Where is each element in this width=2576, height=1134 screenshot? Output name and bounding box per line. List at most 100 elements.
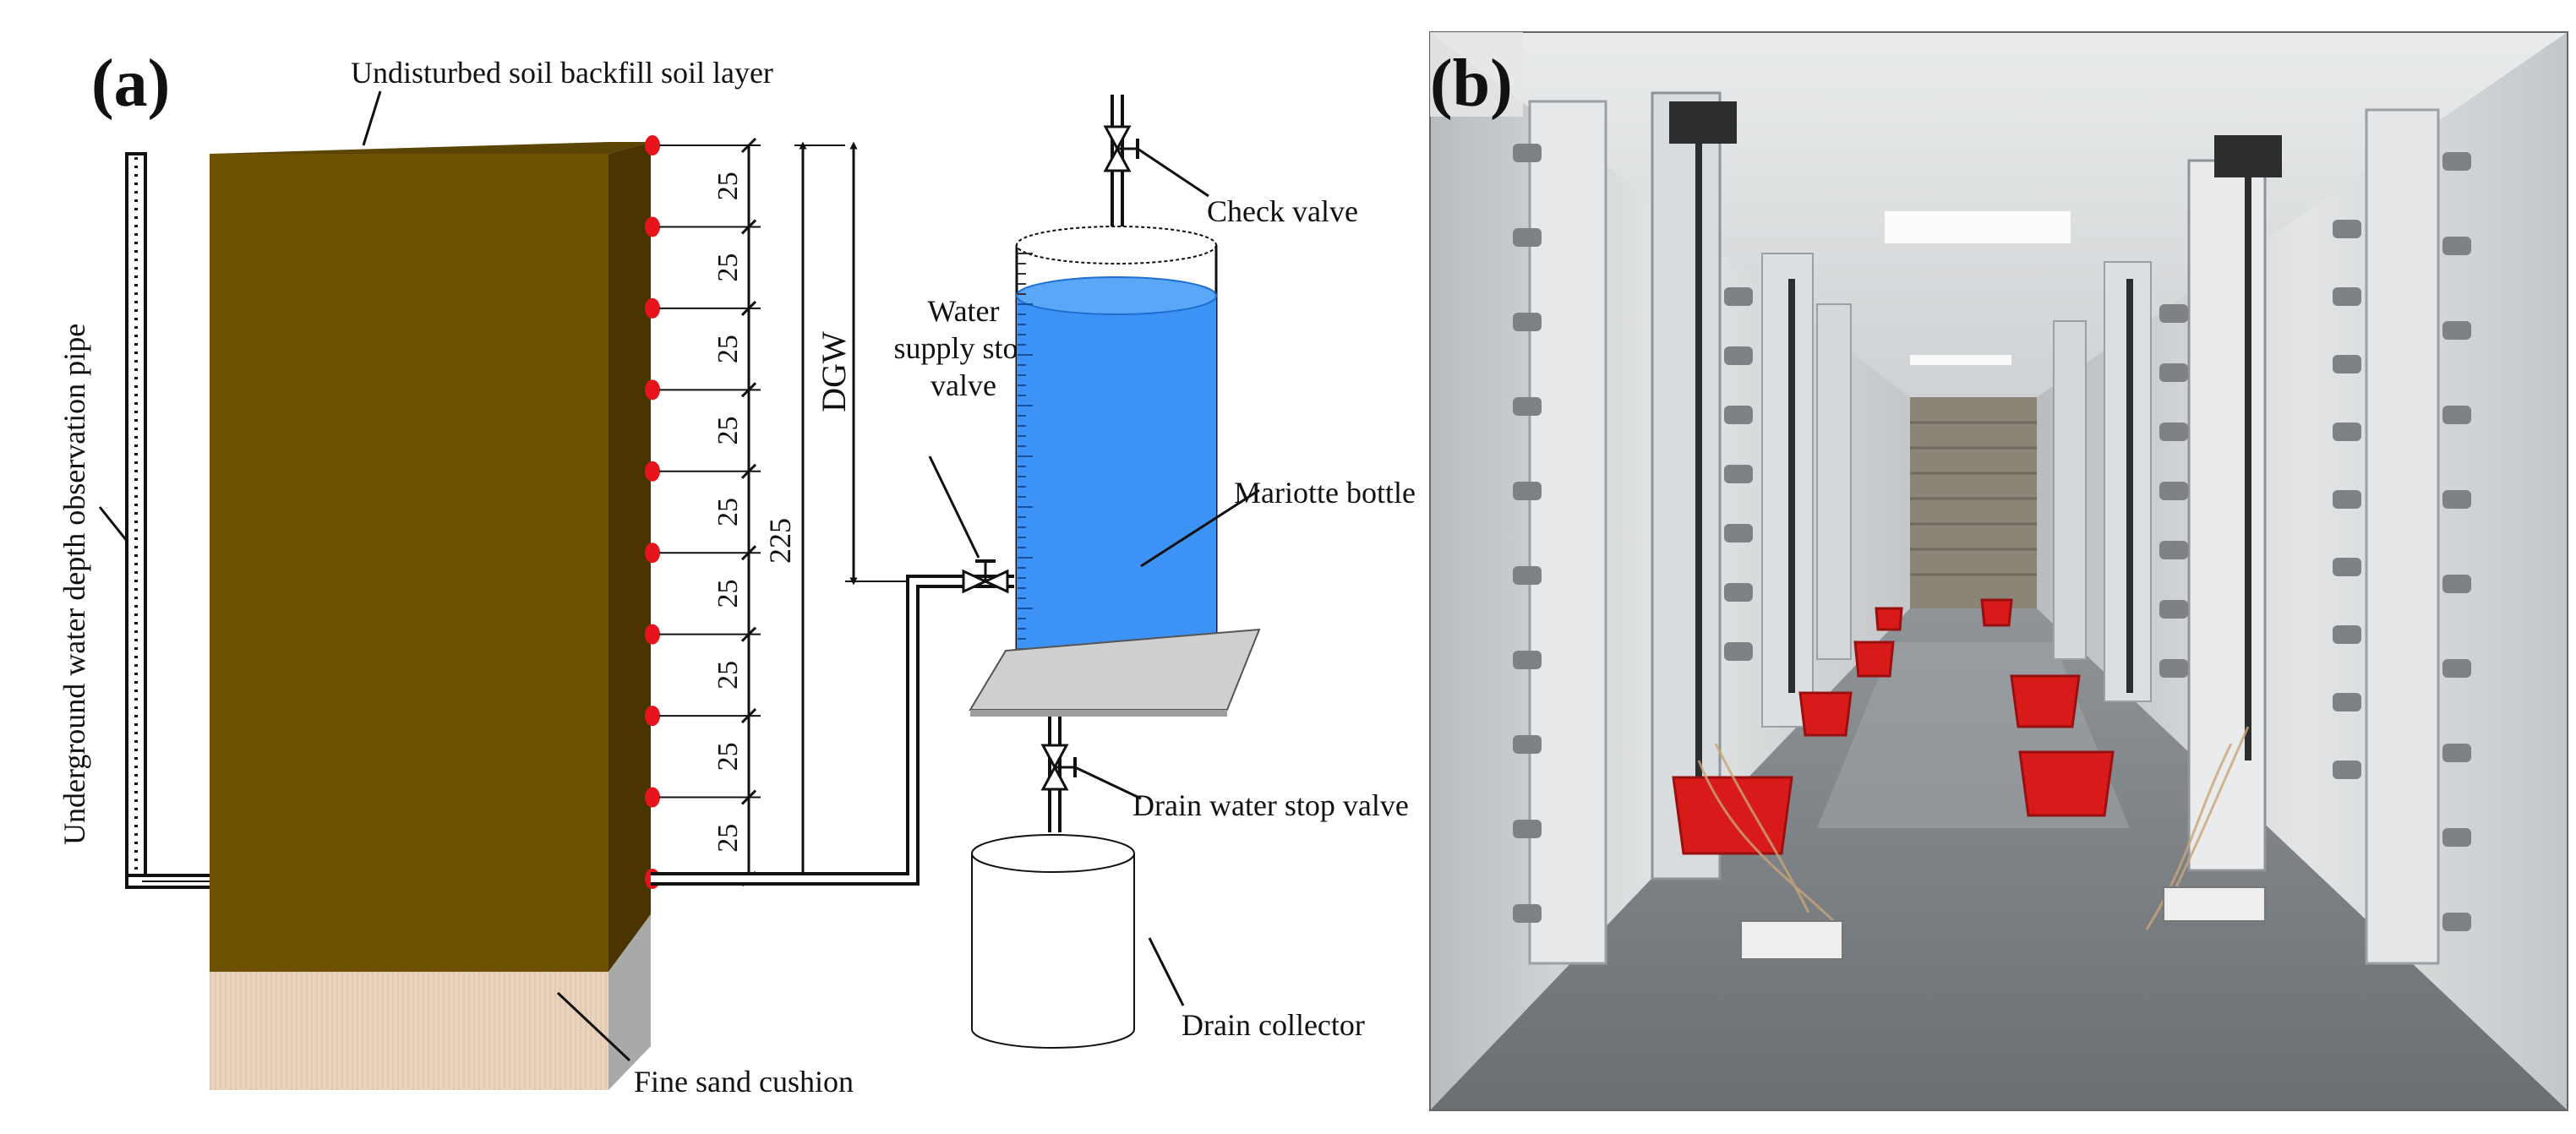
drain-collector bbox=[971, 834, 1135, 1049]
observation-pipe-leader bbox=[98, 506, 128, 542]
sensor-port bbox=[1513, 313, 1542, 331]
sensor-port bbox=[2159, 304, 2188, 323]
dgw-label: DGW bbox=[815, 331, 853, 412]
sensor-ports bbox=[1513, 144, 2471, 931]
check-valve-label: Check valve bbox=[1207, 194, 1358, 228]
sensor-port bbox=[2333, 220, 2361, 238]
segment-dimension-label: 25 bbox=[712, 661, 744, 690]
fine-sand-label: Fine sand cushion bbox=[634, 1065, 854, 1099]
sensor-port bbox=[1724, 287, 1753, 306]
sensor-port bbox=[2333, 287, 2361, 306]
lab-corridor-photo bbox=[1430, 32, 2568, 1110]
ceiling-light bbox=[1885, 211, 2071, 243]
check-valve-leader bbox=[1137, 147, 1209, 198]
sensor-port bbox=[1724, 524, 1753, 542]
sensor-port bbox=[1724, 346, 1753, 365]
segment-dimension-label: 25 bbox=[712, 579, 744, 608]
sand-side-face bbox=[609, 914, 651, 1090]
photo-frame bbox=[1429, 31, 2568, 1111]
sensor-port bbox=[1724, 642, 1753, 661]
panel-a-label: (a) bbox=[91, 46, 170, 121]
check-valve bbox=[1103, 125, 1139, 172]
soil-front-face bbox=[210, 154, 609, 972]
sensor-port bbox=[2159, 363, 2188, 382]
drain-collector-leader bbox=[1148, 937, 1185, 1006]
soil-column bbox=[210, 142, 651, 1090]
sensor-port bbox=[2159, 600, 2188, 619]
segment-dimension-label: 25 bbox=[712, 417, 744, 445]
sensor-port bbox=[2333, 558, 2361, 576]
sensor-port bbox=[2442, 490, 2471, 509]
observation-pipe bbox=[125, 152, 213, 889]
left-soil-columns bbox=[1528, 91, 1852, 965]
sensor-port bbox=[1513, 904, 1542, 923]
moisture-sensor bbox=[645, 379, 660, 401]
sensor-port bbox=[2159, 541, 2188, 559]
outlet-pipe bbox=[651, 575, 1014, 886]
sensor-port bbox=[2442, 406, 2471, 424]
sensor-port bbox=[1513, 735, 1542, 754]
water-supply-label-1: Water bbox=[927, 294, 999, 328]
sensor-port bbox=[2333, 423, 2361, 441]
sensor-port bbox=[1513, 228, 1542, 247]
sensor-port bbox=[1513, 144, 1542, 162]
segment-dimension-label: 25 bbox=[712, 172, 744, 200]
mariotte-bottle bbox=[1015, 226, 1218, 696]
fine-sand-leader bbox=[556, 991, 631, 1062]
soil-top-face bbox=[210, 142, 651, 154]
photo-panel-b: (b) bbox=[1429, 31, 2568, 1111]
support-stands bbox=[1695, 127, 2251, 777]
sensor-group bbox=[645, 135, 660, 889]
drain-valve-label: Drain water stop valve bbox=[1132, 788, 1409, 822]
moisture-sensor bbox=[645, 216, 660, 237]
water-supply-stop-valve bbox=[962, 559, 1009, 594]
moisture-sensor bbox=[645, 706, 660, 727]
sensor-port bbox=[2333, 490, 2361, 509]
sensor-port bbox=[2442, 321, 2471, 340]
segment-dimension-label: 25 bbox=[712, 335, 744, 363]
soil-layer-leader bbox=[362, 90, 382, 146]
water-supply-leader bbox=[928, 455, 980, 559]
sensor-port bbox=[2159, 482, 2188, 500]
sensor-port bbox=[1513, 566, 1542, 585]
sensor-port bbox=[1724, 465, 1753, 483]
segment-dimension-label: 25 bbox=[712, 498, 744, 526]
sensor-port bbox=[2442, 659, 2471, 678]
sensor-port bbox=[2442, 913, 2471, 931]
drain-water-stop-valve bbox=[1040, 744, 1077, 791]
dimension-chain: 25 25 25 25 25 25 25 25 25 bbox=[659, 137, 761, 887]
sensor-port bbox=[2159, 423, 2188, 441]
sensor-port bbox=[2159, 659, 2188, 678]
mariotte-leader bbox=[1140, 488, 1260, 568]
moisture-sensor bbox=[645, 542, 660, 564]
segment-dimension-label: 25 bbox=[712, 254, 744, 282]
moisture-sensor bbox=[645, 297, 660, 319]
water-supply-label-2: supply stop bbox=[893, 331, 1033, 365]
sensor-port bbox=[1724, 583, 1753, 602]
sensor-port bbox=[2442, 828, 2471, 847]
sensor-port bbox=[2333, 355, 2361, 373]
soil-side-face bbox=[609, 142, 651, 972]
total-dimension-label: 225 bbox=[763, 518, 797, 564]
water-surface bbox=[1016, 276, 1217, 315]
sensor-port bbox=[1513, 482, 1542, 500]
drain-valve-leader bbox=[1074, 766, 1142, 800]
sensor-port bbox=[2333, 761, 2361, 779]
sensor-port bbox=[2442, 575, 2471, 593]
moisture-sensor bbox=[645, 624, 660, 645]
sensor-port bbox=[1724, 406, 1753, 424]
segment-dimension-label: 25 bbox=[712, 824, 744, 853]
floor bbox=[1430, 608, 2568, 1110]
water-supply-label-3: valve bbox=[931, 368, 996, 402]
observation-pipe-label: Underground water depth observation pipe bbox=[57, 324, 91, 845]
sensor-port bbox=[2442, 152, 2471, 171]
sensor-port bbox=[1513, 820, 1542, 838]
diagram-panel-a: (a) Underground water depth observation … bbox=[57, 46, 1416, 1099]
platform-edge bbox=[970, 710, 1227, 717]
panel-b-label: (b) bbox=[1430, 46, 1513, 121]
moisture-sensor bbox=[645, 461, 660, 482]
sensor-port bbox=[1513, 651, 1542, 669]
segment-dimension-label: 25 bbox=[712, 742, 744, 771]
sensor-port bbox=[2333, 693, 2361, 711]
